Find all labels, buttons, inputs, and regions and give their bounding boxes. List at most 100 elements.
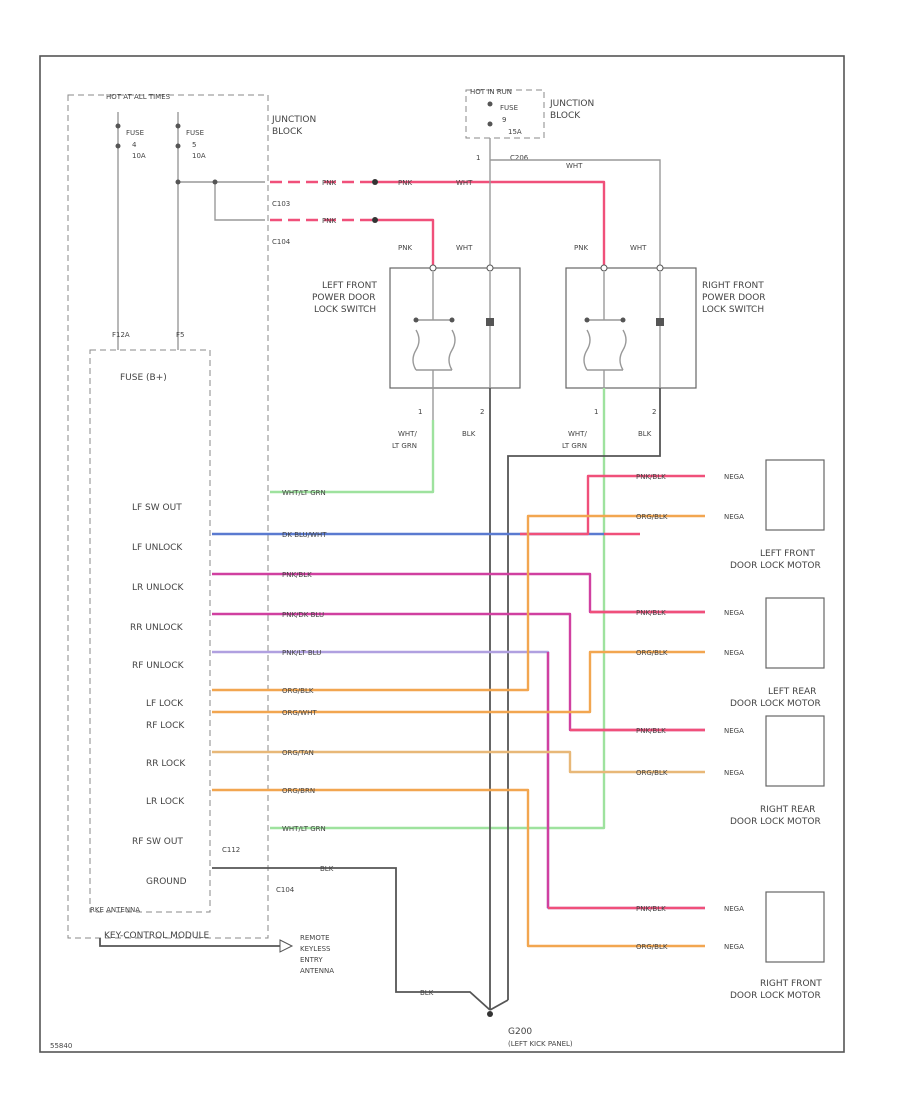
lr-motor-name1: LEFT REAR (768, 687, 816, 697)
antenna-line4: ANTENNA (300, 967, 334, 975)
module-pin-lf-sw-out: LF SW OUT (132, 503, 182, 513)
wire-label-rf-sw: WHT/LT GRN (282, 825, 326, 833)
fuse-5-label: FUSE (186, 129, 204, 137)
rr-motor-name2: DOOR LOCK MOTOR (730, 817, 821, 827)
rf-switch-line2: POWER DOOR (702, 293, 766, 303)
wire-color-wht-2: WHT (566, 162, 583, 170)
module-pin-rr-unlock: RR UNLOCK (130, 623, 184, 633)
rf-switch-line3: LOCK SWITCH (702, 305, 764, 315)
lr-motor-org-wire: ORG/BLK (636, 649, 668, 657)
connector-c206-pin: 1 (476, 154, 480, 162)
right-front-power-door-lock-switch: PNK WHT RIGHT FRONT POWER DOOR LOCK SWIT… (562, 244, 766, 450)
rf-motor-pnk-wire: PNK/BLK (636, 905, 666, 913)
lf-switch-pnk: PNK (398, 244, 412, 252)
rf-motor-org-wire: ORG/BLK (636, 943, 668, 951)
antenna-line3: ENTRY (300, 956, 323, 964)
rf-motor-name1: RIGHT FRONT (760, 979, 822, 989)
rf-motor-name2: DOOR LOCK MOTOR (730, 991, 821, 1001)
fuse-9-amp: 15A (508, 128, 522, 136)
wire-label-f12a: F12A (112, 331, 130, 339)
module-pin-rf-lock: RF LOCK (146, 721, 185, 731)
lf-motor-name1: LEFT FRONT (760, 549, 815, 559)
right-rear-door-lock-motor: RIGHT REAR DOOR LOCK MOTOR (730, 715, 825, 827)
lf-switch-pin1: 1 (418, 408, 422, 416)
lf-switch-pin2: 2 (480, 408, 484, 416)
wire-label-blk-ground: BLK (420, 989, 434, 997)
wire-label-lr-lock: ORG/BRN (282, 787, 315, 795)
lf-switch-wire2: BLK (462, 430, 476, 438)
fuse-9-number: 9 (502, 116, 506, 124)
fuse-5-amp: 10A (192, 152, 206, 160)
wire-label-rr-unlock: PNK/DK BLU (282, 611, 324, 619)
page-id: 55840 (50, 1042, 72, 1050)
fuse-box-title: HOT AT ALL TIMES (106, 93, 171, 101)
rf-switch-pnk: PNK (574, 244, 588, 252)
rr-motor-pnk-term: NEGA (724, 727, 744, 735)
left-front-power-door-lock-switch: PNK WHT LEFT FRONT POWER DOOR LOCK SWITC… (312, 244, 521, 450)
lr-motor-name2: DOOR LOCK MOTOR (730, 699, 821, 709)
fuse-4-label: FUSE (126, 129, 144, 137)
rf-switch-pin2: 2 (652, 408, 656, 416)
module-pin-lf-unlock: LF UNLOCK (132, 543, 183, 553)
lf-switch-wire1a: WHT/ (398, 430, 417, 438)
module-pin-ground: GROUND (146, 877, 187, 887)
wire-label-f5: F5 (176, 331, 184, 339)
lf-switch-line3: LOCK SWITCH (314, 305, 376, 315)
fuse-9-label: FUSE (500, 104, 518, 112)
left-front-door-lock-motor: LEFT FRONT DOOR LOCK MOTOR (730, 459, 825, 571)
hot-in-run-fuse: HOT IN RUN FUSE 9 15A JUNCTION BLOCK (465, 88, 594, 139)
rr-motor-org-term: NEGA (724, 769, 744, 777)
wire-label-lf-lock: ORG/BLK (282, 687, 314, 695)
rf-switch-line1: RIGHT FRONT (702, 281, 764, 291)
wire-color-wht-1: WHT (456, 179, 473, 187)
lf-motor-org-wire: ORG/BLK (636, 513, 668, 521)
diagram-frame (39, 55, 845, 1053)
fuse-4-amp: 10A (132, 152, 146, 160)
wire-label-rr-lock: ORG/TAN (282, 749, 314, 757)
hot-in-run-title: HOT IN RUN (470, 88, 512, 96)
wire-color-pnk-3: PNK (322, 217, 336, 225)
module-rke-antenna: RKE ANTENNA (90, 906, 140, 914)
lr-motor-pnk-wire: PNK/BLK (636, 609, 666, 617)
wire-label-ground: BLK (320, 865, 334, 873)
wire-label-lf-sw: WHT/LT GRN (282, 489, 326, 497)
connector-c104-top: C104 (272, 238, 291, 246)
ground-g200: G200 (508, 1027, 532, 1037)
module-fuse-label: FUSE (B+) (120, 373, 167, 383)
key-control-module: FUSE (B+) LF SW OUT LF UNLOCK LR UNLOCK … (89, 349, 211, 941)
rf-switch-wire1b: LT GRN (562, 442, 587, 450)
junction-block-2-line2: BLOCK (550, 111, 581, 121)
fuse-4-number: 4 (132, 141, 137, 149)
rr-motor-name1: RIGHT REAR (760, 805, 815, 815)
ground-location: (LEFT KICK PANEL) (508, 1040, 573, 1048)
rf-motor-org-term: NEGA (724, 943, 744, 951)
junction-block-1-line1: JUNCTION (271, 115, 316, 125)
wire-label-rf-unlock: PNK/LT BLU (282, 649, 321, 657)
right-front-door-lock-motor: RIGHT FRONT DOOR LOCK MOTOR (730, 891, 825, 1001)
connector-c112: C112 (222, 846, 240, 854)
module-name: KEY-CONTROL MODULE (104, 931, 209, 941)
module-pin-lf-lock: LF LOCK (146, 699, 184, 709)
lf-switch-wire1b: LT GRN (392, 442, 417, 450)
lf-switch-line2: POWER DOOR (312, 293, 376, 303)
lf-motor-pnk-wire: PNK/BLK (636, 473, 666, 481)
rr-motor-pnk-wire: PNK/BLK (636, 727, 666, 735)
lr-motor-pnk-term: NEGA (724, 609, 744, 617)
rf-switch-wire1a: WHT/ (568, 430, 587, 438)
wire-color-pnk-2: PNK (398, 179, 412, 187)
rf-switch-pin1: 1 (594, 408, 598, 416)
fuse-box: HOT AT ALL TIMES JUNCTION BLOCK FUSE 4 1… (67, 93, 316, 939)
junction-block-1-line2: BLOCK (272, 127, 303, 137)
connector-c103: C103 (272, 200, 290, 208)
wire-label-lr-unlock: PNK/BLK (282, 571, 312, 579)
lf-motor-pnk-term: NEGA (724, 473, 744, 481)
antenna-line1: REMOTE (300, 934, 330, 942)
rf-switch-wire2: BLK (638, 430, 652, 438)
wire-color-pnk-1: PNK (322, 179, 336, 187)
wire-label-rf-lock: ORG/WHT (282, 709, 317, 717)
fuse-5-number: 5 (192, 141, 196, 149)
module-pin-rf-unlock: RF UNLOCK (132, 661, 185, 671)
module-pin-lr-unlock: LR UNLOCK (132, 583, 185, 593)
junction-block-2-line1: JUNCTION (549, 99, 594, 109)
